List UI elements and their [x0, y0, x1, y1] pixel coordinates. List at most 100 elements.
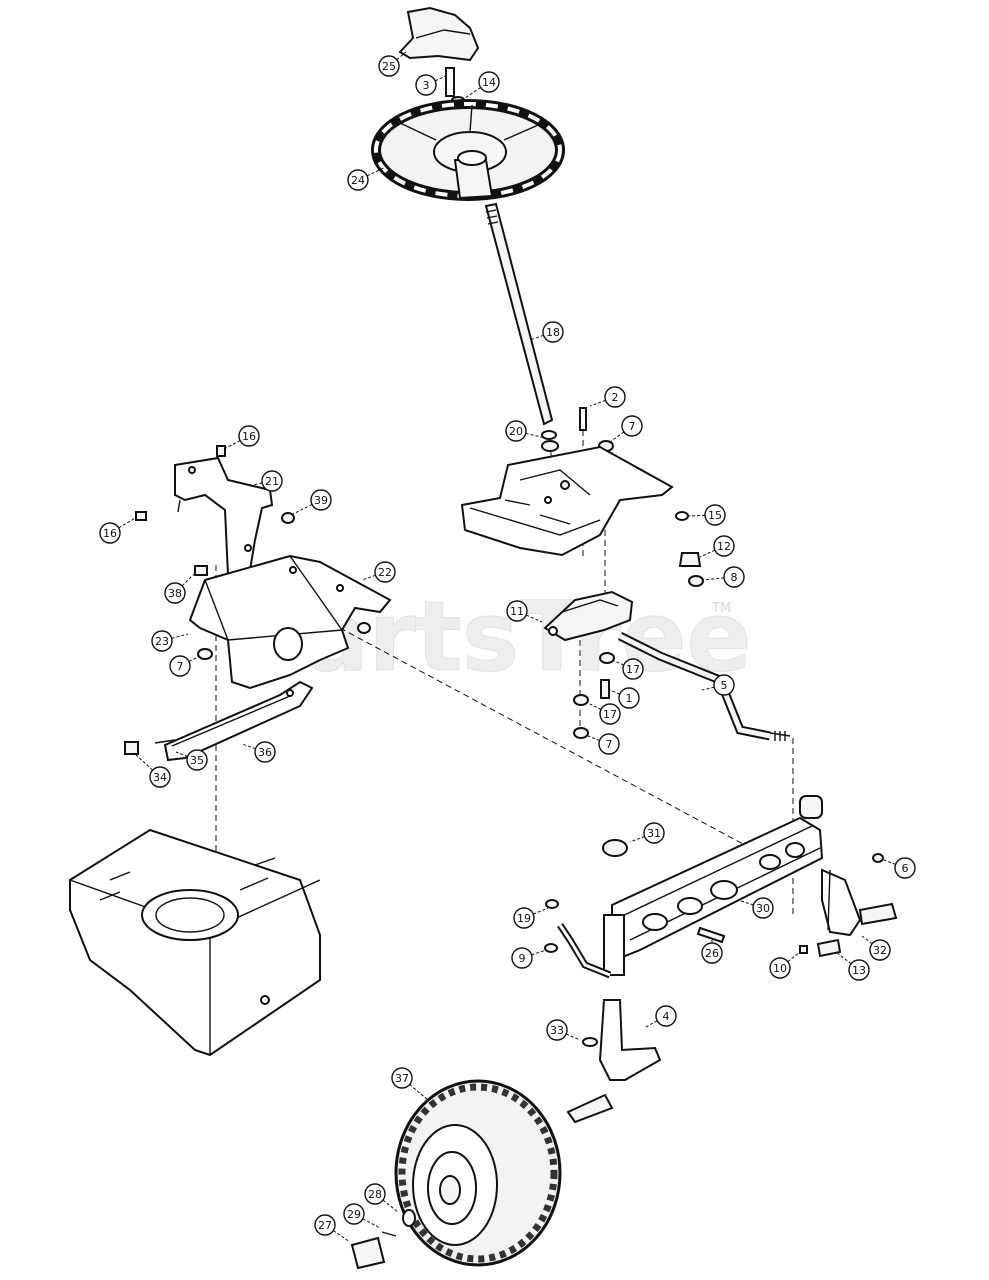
callout-front-axle: 30	[737, 897, 774, 919]
callout-screw: 16	[225, 425, 260, 449]
callout-bushing: 20	[505, 420, 546, 442]
callout-nut: 7	[169, 655, 201, 677]
callout-circle	[869, 939, 891, 961]
callout-leader	[523, 907, 549, 919]
callout-circle	[254, 741, 276, 763]
callout-label: 39	[314, 494, 328, 507]
callout-circle	[848, 959, 870, 981]
washer-part-17	[599, 652, 615, 664]
screw-part-38	[194, 565, 208, 576]
callout-label: 3	[423, 79, 430, 92]
watermark-trademark: TM	[711, 601, 731, 616]
callout-leader	[179, 655, 201, 667]
steering-wheel-part	[371, 99, 565, 201]
callout-label: 32	[873, 944, 887, 957]
callout-circle	[238, 425, 260, 447]
callout-hub-cap: 27	[314, 1214, 351, 1243]
callout-circle	[149, 766, 171, 788]
callout-label: 7	[629, 420, 636, 433]
pin-part	[154, 739, 176, 744]
cap-screw-part	[445, 67, 465, 104]
callout-leader	[883, 859, 906, 869]
callout-leader	[629, 832, 655, 843]
nut-part-7b	[573, 727, 589, 739]
callout-steering-support: 22	[361, 561, 396, 583]
pivot-bolt-part	[124, 741, 139, 755]
tractor-frame-part	[69, 828, 321, 1057]
callout-label: 2	[612, 391, 619, 404]
callout-label: 8	[731, 571, 738, 584]
callout-circle	[374, 561, 396, 583]
callout-front-wheel: 37	[391, 1067, 429, 1101]
callout-leader	[247, 480, 273, 487]
callout-circle	[391, 1067, 413, 1089]
callout-leader	[687, 514, 716, 517]
callout-steering-gear: 11	[506, 600, 543, 623]
callout-label: 17	[603, 708, 617, 721]
callout-screw: 16	[99, 516, 138, 544]
axle-bolt-part	[696, 926, 726, 944]
callout-steering-shaft: 18	[529, 321, 564, 343]
callout-label: 29	[347, 1208, 361, 1221]
callout-leader	[609, 425, 633, 443]
callout-circle	[769, 957, 791, 979]
callout-label: 5	[721, 679, 728, 692]
callout-circle	[643, 822, 665, 844]
callout-leader	[175, 751, 198, 761]
callout-label: 33	[550, 1024, 564, 1037]
callout-leader	[643, 1015, 667, 1029]
callout-bolt: 2	[589, 386, 626, 408]
axle-cap-part	[602, 839, 628, 857]
callout-leader	[361, 571, 386, 581]
callout-label: 30	[756, 902, 770, 915]
callout-circle	[343, 1203, 365, 1225]
callout-circle	[655, 1005, 677, 1027]
callout-leader	[388, 51, 407, 67]
callout-steering-cap: 25	[378, 51, 407, 77]
callout-label: 31	[647, 827, 661, 840]
callout-leader	[425, 74, 449, 86]
callout-screw: 38	[164, 571, 197, 604]
nut-part-7c	[197, 648, 213, 660]
callout-bolt: 13	[835, 951, 870, 981]
callout-label: 1	[626, 692, 633, 705]
bolt-part-1	[600, 679, 610, 699]
callout-nut: 6	[883, 857, 916, 879]
callout-bolt: 26	[701, 940, 723, 964]
callout-leader	[225, 435, 250, 449]
callout-spindle: 4	[643, 1005, 677, 1029]
callout-circle	[599, 703, 621, 725]
callout-leader	[701, 684, 725, 691]
callout-label: 15	[708, 509, 722, 522]
callout-label: 14	[482, 76, 496, 89]
callout-washer: 17	[611, 658, 644, 680]
callout-circle	[164, 582, 186, 604]
callout-label: 4	[663, 1010, 670, 1023]
spindle-left-part	[557, 914, 662, 1124]
callout-label: 22	[378, 566, 392, 579]
callout-label: 23	[155, 635, 169, 648]
callout-nut: 7	[587, 733, 620, 755]
washer-part	[675, 511, 689, 521]
callout-circle	[378, 55, 400, 77]
callout-nut: 10	[769, 951, 801, 979]
callout-leader	[241, 743, 266, 753]
callout-circle	[723, 566, 745, 588]
callout-circle	[704, 504, 726, 526]
callout-circle	[314, 1214, 336, 1236]
steering-support-part	[188, 554, 392, 690]
callout-circle	[478, 71, 500, 93]
callout-circle	[261, 470, 283, 492]
washer-part-28	[402, 1209, 416, 1227]
callout-nut: 7	[609, 415, 643, 443]
callout-label: 34	[153, 771, 167, 784]
callout-leader	[556, 1029, 581, 1041]
callout-label: 19	[517, 912, 531, 925]
callout-label: 20	[509, 425, 523, 438]
callout-label: 7	[177, 660, 184, 673]
bolt-part-13	[816, 938, 842, 958]
callout-pivot-bolt: 34	[133, 752, 171, 788]
callout-circle	[542, 321, 564, 343]
